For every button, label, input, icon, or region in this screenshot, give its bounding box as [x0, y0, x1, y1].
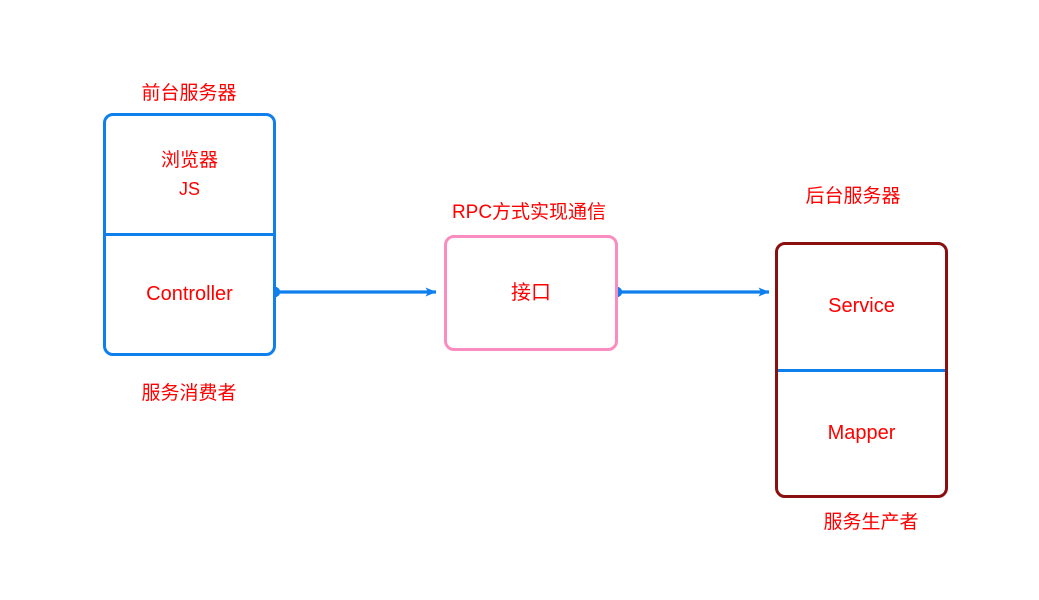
compartment-service: Service — [828, 295, 895, 318]
divider-frontend — [106, 233, 273, 236]
caption-frontend-server-below: 服务消费者 — [141, 383, 237, 404]
connector-interface-to-service — [611, 286, 770, 298]
compartment-controller: Controller — [146, 283, 233, 305]
compartment-browser: 浏览器 JS — [160, 149, 218, 200]
caption-rpc-interface-above: RPC方式实现通信 — [451, 202, 607, 223]
caption-backend-server-below: 服务生产者 — [823, 512, 919, 533]
caption-backend-server-above: 后台服务器 — [805, 186, 901, 207]
divider-backend — [778, 368, 945, 372]
connector-controller-to-interface — [269, 286, 437, 298]
node-rpc-interface[interactable]: 接口 — [444, 235, 618, 351]
node-frontend-server[interactable]: 浏览器 JS Controller — [103, 113, 276, 356]
compartment-interface: 接口 — [511, 281, 551, 304]
node-backend-server[interactable]: Service Mapper — [775, 242, 948, 498]
compartment-mapper: Mapper — [827, 421, 896, 444]
caption-frontend-server-above: 前台服务器 — [141, 83, 237, 104]
